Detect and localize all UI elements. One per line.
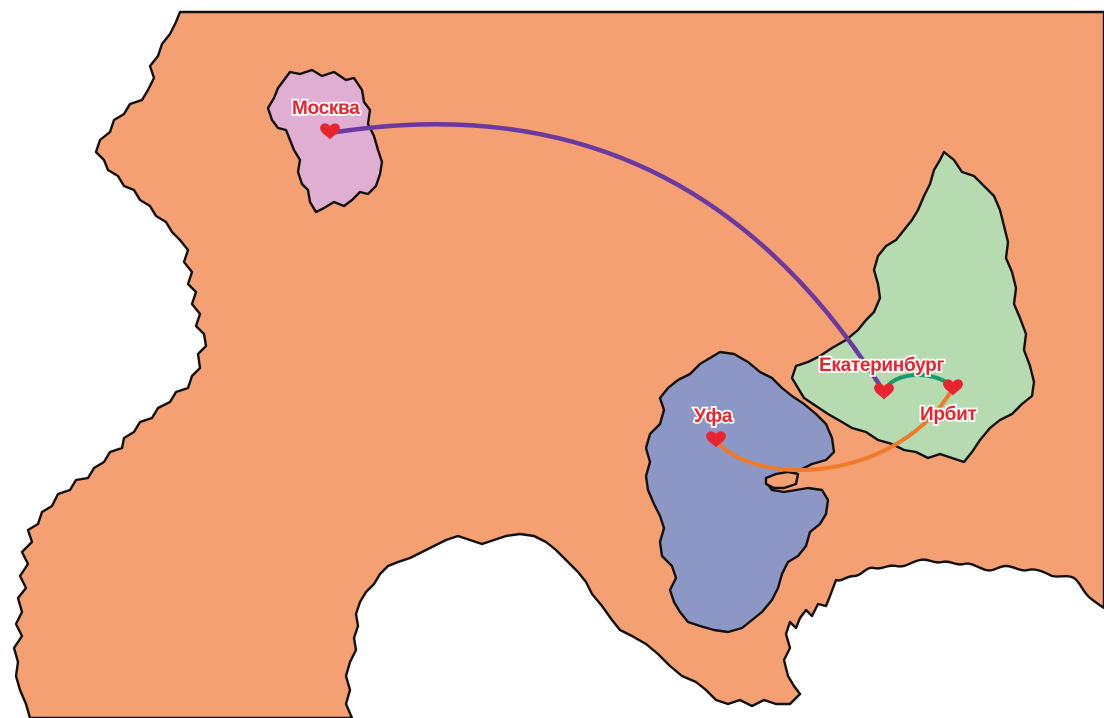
city-label-moscow: Москва [292,98,360,119]
moscow-region [266,68,384,214]
route-ufa-irbit [714,386,955,473]
city-label-ekaterinburg: Екатеринбург [819,355,944,376]
sverdlovsk-region [790,150,1036,464]
city-label-irbit: Ирбит [920,404,976,425]
region-inset [764,470,800,490]
landmass-russia [12,10,1104,718]
city-label-ufa: Уфа [694,406,733,427]
route-moscow-ekaterinburg [327,122,887,395]
bashkortostan-region [644,350,836,634]
